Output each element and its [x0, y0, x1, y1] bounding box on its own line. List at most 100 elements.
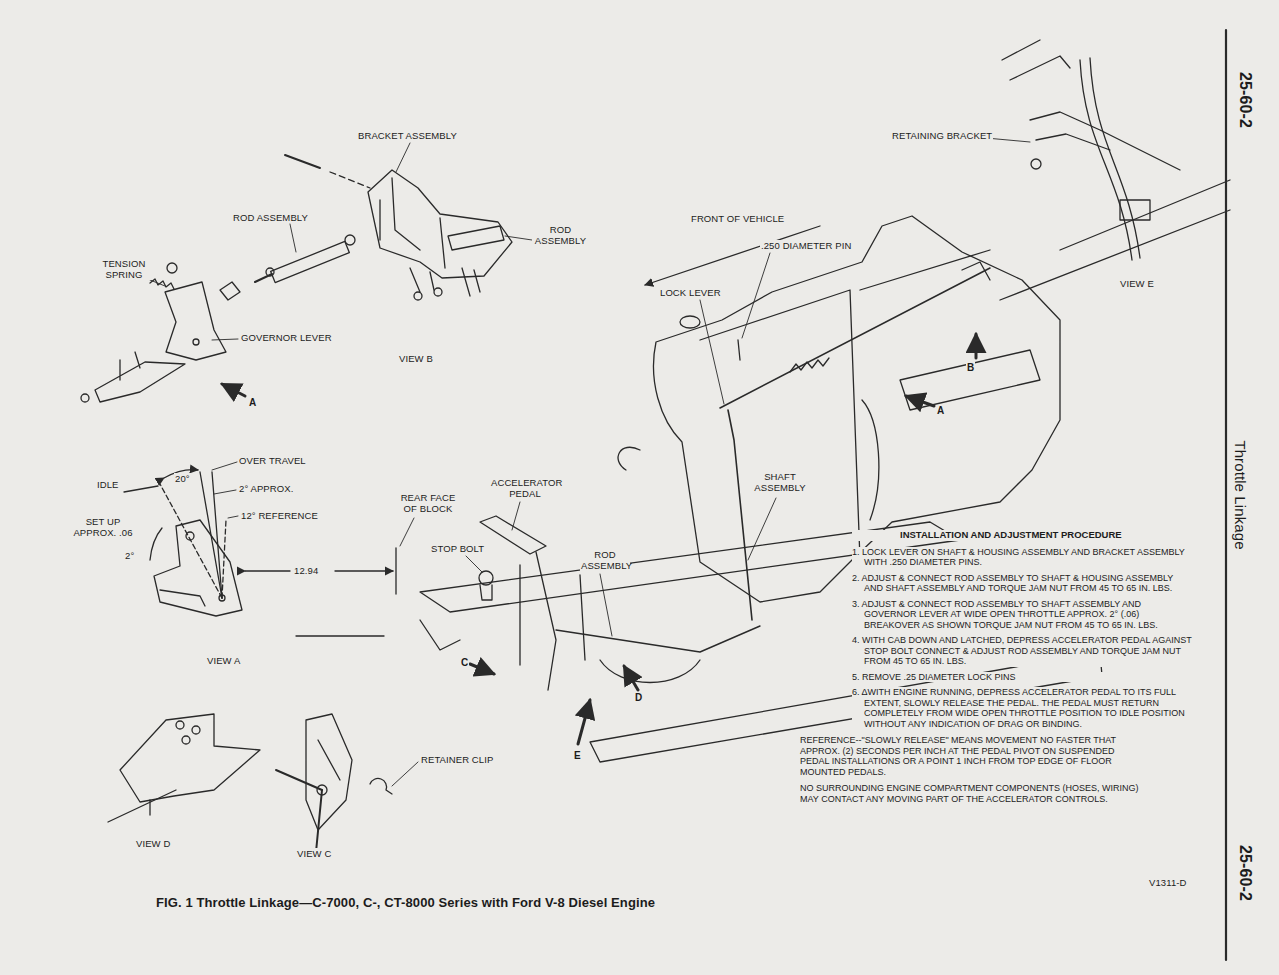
part-label: ROD ASSEMBLY — [532, 224, 589, 246]
part-label: .250 DIAMETER PIN — [760, 240, 852, 251]
part-label: FRONT OF VEHICLE — [690, 213, 785, 224]
line-art — [380, 178, 445, 268]
part-label: VIEW C — [296, 848, 332, 859]
line-art — [420, 620, 460, 650]
line-art — [81, 394, 89, 402]
part-label: SHAFT ASSEMBLY — [750, 471, 810, 493]
line-art — [466, 556, 482, 572]
line-art — [680, 316, 700, 328]
line-art — [624, 666, 638, 690]
line-art — [448, 226, 504, 250]
part-label: LOCK LEVER — [659, 287, 722, 298]
line-art — [222, 384, 245, 396]
procedure-heading: INSTALLATION AND ADJUSTMENT PROCEDURE — [852, 530, 1192, 541]
view-letter: E — [573, 750, 582, 761]
line-art — [1002, 40, 1070, 80]
view-c-figure — [276, 714, 392, 852]
line-art — [900, 350, 1040, 410]
line-art — [520, 565, 585, 665]
line-art — [600, 574, 612, 636]
line-art — [212, 339, 238, 340]
procedure-step: 4. WITH CAB DOWN AND LATCHED, DEPRESS AC… — [852, 635, 1192, 667]
part-label: ROD ASSEMBLY — [580, 549, 630, 571]
line-art — [154, 520, 242, 616]
part-label: SET UP APPROX. .06 — [70, 516, 136, 538]
line-art — [228, 516, 238, 518]
view-letter: 2° — [124, 550, 135, 561]
part-label: BRACKET ASSEMBLY — [357, 130, 458, 141]
line-art — [276, 770, 322, 790]
part-label: VIEW A — [206, 655, 241, 666]
line-art — [462, 268, 480, 296]
view-letter: A — [936, 405, 945, 416]
line-art — [368, 170, 512, 278]
line-art — [306, 714, 352, 830]
part-label: REAR FACE OF BLOCK — [396, 492, 460, 514]
line-art — [296, 635, 384, 636]
line-art — [212, 462, 237, 470]
line-art — [124, 486, 158, 492]
line-art — [318, 740, 340, 780]
line-art — [975, 334, 978, 358]
line-art — [512, 502, 520, 530]
line-art — [335, 570, 393, 571]
page-number: 25-60-2 — [1236, 844, 1254, 902]
view-letter: D — [634, 692, 643, 703]
view-letter: A — [248, 397, 257, 408]
line-art — [1120, 200, 1150, 220]
line-art — [192, 726, 200, 734]
line-art — [285, 155, 320, 168]
part-label: RETAINER CLIP — [420, 754, 494, 765]
line-art — [370, 778, 392, 794]
part-label: VIEW E — [1119, 278, 1155, 289]
page-rule — [1225, 30, 1226, 960]
line-art — [738, 340, 740, 360]
section-title: Throttle Linkage — [1232, 439, 1249, 550]
part-label: TENSION SPRING — [97, 258, 151, 280]
part-label: RETAINING BRACKET — [891, 130, 993, 141]
line-art — [345, 235, 355, 245]
line-art — [505, 236, 532, 240]
part-label: 12.94 — [293, 565, 319, 576]
part-label: ROD ASSEMBLY — [232, 212, 309, 223]
line-art — [645, 226, 820, 285]
line-art — [193, 339, 199, 345]
line-art — [120, 714, 260, 802]
line-art — [578, 700, 590, 744]
line-art — [212, 472, 222, 598]
line-art — [1030, 112, 1180, 170]
view-letter: C — [460, 657, 469, 668]
line-art — [600, 660, 700, 683]
line-art — [108, 790, 176, 822]
procedure-step: 1. LOCK LEVER ON SHAFT & HOUSING ASSEMBL… — [852, 547, 1192, 568]
line-art — [150, 528, 162, 560]
line-art — [200, 472, 222, 598]
view-b-figure — [81, 155, 512, 402]
line-art — [214, 490, 236, 494]
line-art — [160, 590, 205, 606]
part-label: 20° — [174, 473, 191, 484]
line-art — [728, 410, 752, 620]
part-label: IDLE — [96, 479, 120, 490]
part-label: 2° APPROX. — [238, 483, 294, 494]
line-art — [654, 216, 1060, 602]
view-letter: B — [966, 362, 975, 373]
line-art — [748, 498, 776, 560]
page-number: 25-60-2 — [1236, 71, 1254, 129]
line-art — [396, 143, 410, 172]
line-art — [410, 268, 434, 292]
line-art — [962, 262, 990, 280]
part-label: VIEW D — [135, 838, 171, 849]
line-art — [271, 241, 350, 282]
procedure-step: 2. ADJUST & CONNECT ROD ASSEMBLY TO SHAF… — [852, 573, 1192, 594]
line-art — [165, 282, 226, 360]
line-art — [317, 785, 327, 795]
line-art — [470, 664, 494, 674]
line-art — [316, 790, 322, 852]
line-art — [255, 274, 272, 282]
line-art — [720, 268, 990, 408]
view-a-figure — [124, 470, 396, 636]
line-art — [536, 552, 556, 690]
line-art — [700, 300, 724, 404]
